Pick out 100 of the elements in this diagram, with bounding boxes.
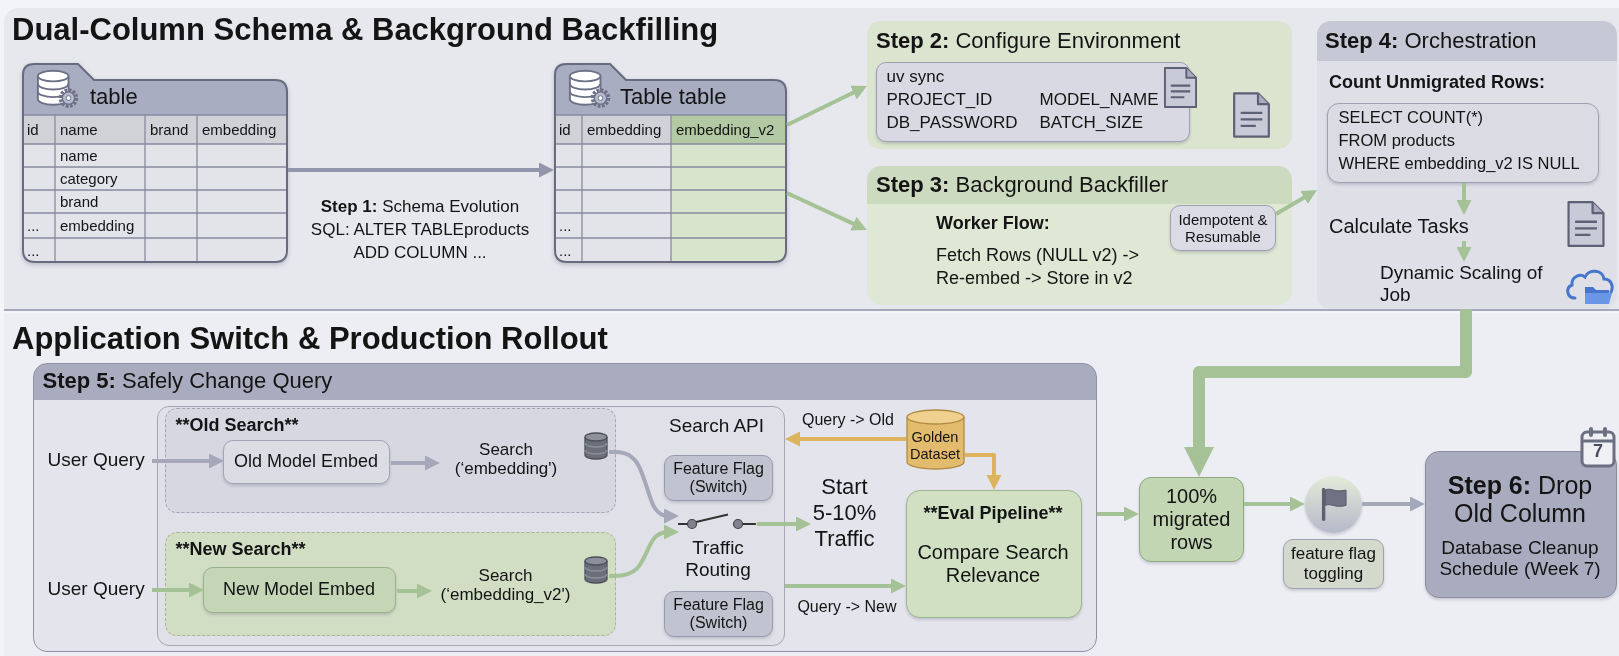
group-panel	[165, 532, 616, 636]
box-title: Step 6: Drop Old Column	[1446, 470, 1594, 528]
arrow	[785, 431, 906, 447]
column-header: embedding	[587, 121, 662, 139]
process-box	[202, 566, 396, 613]
panel-title: Search API	[669, 415, 765, 437]
code-line: SELECT COUNT(*)	[1338, 107, 1484, 127]
box-label: feature flag toggling	[1289, 544, 1378, 584]
arrow	[1275, 190, 1317, 216]
box-label: New Model Embed	[222, 579, 376, 600]
cell-text: ...	[559, 217, 572, 235]
toggle-box	[664, 455, 773, 501]
config-variable: MODEL_NAME	[1039, 89, 1159, 110]
step-panel	[33, 363, 1097, 652]
command-text: uv sync	[886, 66, 945, 87]
cell-text: ...	[27, 242, 40, 260]
group-title: **Old Search**	[175, 414, 299, 436]
cylinder-label: Golden Dataset	[909, 428, 961, 463]
cell-text: ...	[27, 217, 40, 235]
database-icon	[583, 431, 608, 460]
edge-label: Step 1: Schema Evolution SQL: ALTER TABLEproducts ADD COLUMN ...	[309, 196, 531, 264]
arrow	[1362, 496, 1425, 512]
cell-text: embedding	[60, 217, 135, 235]
column-header: name	[60, 121, 98, 139]
arrow	[1456, 241, 1472, 262]
config-variable: PROJECT_ID	[886, 89, 993, 110]
arrow	[786, 191, 867, 231]
flow-label: Dynamic Scaling of Job	[1380, 262, 1560, 308]
process-box	[905, 489, 1082, 618]
box-title: **Eval Pipeline**	[922, 503, 1064, 524]
database-icon	[583, 555, 608, 584]
step-panel	[867, 166, 1292, 305]
arrow	[1456, 183, 1472, 215]
group-panel	[165, 408, 616, 513]
switch-label: Traffic Routing	[684, 537, 752, 581]
arrow	[152, 582, 204, 598]
database-table	[22, 63, 288, 263]
step-panel	[867, 21, 1292, 149]
code-line: FROM products	[1338, 130, 1455, 150]
column-header: brand	[150, 121, 189, 139]
step-title: Step 3: Background Backfiller	[876, 172, 1169, 198]
step-title: Step 5: Safely Change Query	[42, 367, 333, 393]
flow-label: User Query	[47, 448, 152, 473]
section-title: Application Switch & Production Rollout	[12, 321, 608, 357]
dataset-cylinder	[905, 408, 965, 470]
cell-text: ...	[559, 242, 572, 260]
body-text: Fetch Rows (NULL v2) -> Re-embed -> Store in v2	[936, 244, 1140, 291]
cell-text: category	[60, 170, 118, 188]
code-line: WHERE embedding_v2 IS NULL	[1338, 153, 1580, 173]
box-label: Feature Flag (Switch)	[672, 595, 765, 633]
step-title: Step 2: Configure Environment	[876, 28, 1181, 54]
query-panel	[1327, 103, 1599, 183]
section-title: Dual-Column Schema & Background Backfilling	[12, 12, 719, 48]
box-label: 100% migrated rows	[1151, 485, 1232, 554]
column-header: embedding_v2	[676, 121, 775, 139]
flow-label: Search (‘embedding')	[438, 439, 574, 488]
section-panel	[4, 313, 1619, 656]
flow-label: Calculate Tasks	[1329, 215, 1481, 241]
arrow	[397, 583, 432, 599]
column-header: id	[27, 121, 39, 139]
arrow	[152, 453, 224, 469]
group-title: **New Search**	[175, 538, 306, 560]
note-badge	[1170, 205, 1276, 251]
label-box	[1283, 539, 1384, 589]
arrow	[786, 85, 867, 127]
flag-icon	[1305, 476, 1362, 533]
box-label: Feature Flag (Switch)	[672, 459, 765, 497]
edge-label: Query -> New	[796, 598, 898, 617]
api-panel	[156, 405, 785, 646]
step-panel	[1317, 21, 1617, 309]
box-label: Old Model Embed	[233, 451, 379, 472]
calendar-date: 7	[1592, 441, 1604, 462]
arrow	[288, 162, 554, 178]
flow-label: Start 5-10% Traffic	[810, 473, 879, 558]
section-panel	[4, 8, 1619, 311]
subheading: Count Unmigrated Rows:	[1329, 72, 1545, 93]
cell-text: brand	[60, 193, 99, 211]
database-table	[554, 63, 787, 263]
process-box	[222, 439, 390, 484]
table-title: table	[90, 84, 138, 110]
arrow	[609, 524, 679, 578]
config-panel	[876, 62, 1190, 142]
thick-arrow	[1184, 309, 1472, 477]
flow-label: User Query	[47, 577, 152, 602]
arrow	[785, 578, 906, 594]
table-title: Table table	[620, 84, 727, 110]
arrow	[1244, 496, 1305, 512]
arrow	[757, 516, 811, 532]
column-header: id	[559, 121, 571, 139]
arrow	[609, 450, 679, 524]
arrow	[391, 455, 440, 471]
cell-text: name	[60, 147, 98, 165]
box-label: Database Cleanup Schedule (Week 7)	[1438, 536, 1602, 581]
config-variable: BATCH_SIZE	[1039, 112, 1144, 133]
toggle-box	[664, 591, 773, 637]
arrow	[1097, 506, 1139, 522]
process-box	[1139, 477, 1244, 562]
arrow	[965, 453, 1002, 490]
subheading: Worker Flow:	[936, 213, 1050, 234]
box-label: Compare Search Relevance	[916, 541, 1070, 587]
